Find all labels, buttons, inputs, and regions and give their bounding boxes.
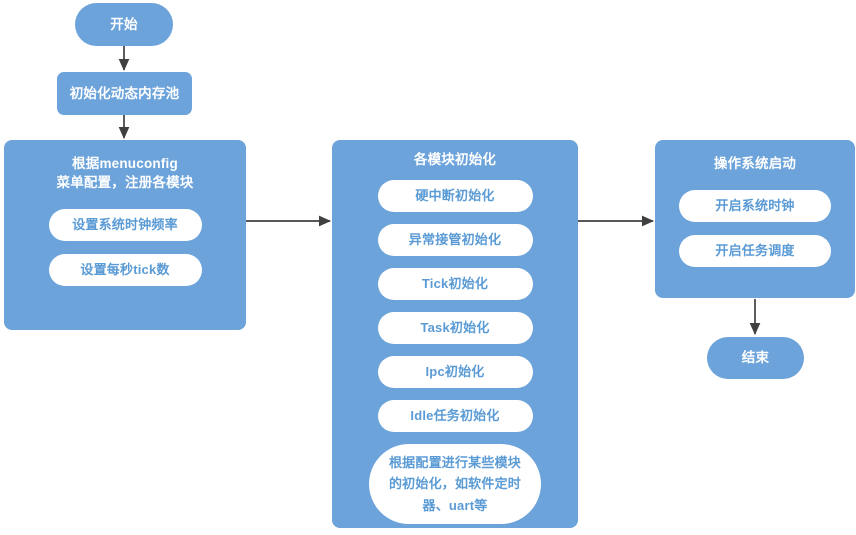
pill-ipc-init-label: Ipc初始化 — [425, 363, 485, 379]
pill-exception-takeover-init[interactable]: 异常接管初始化 — [377, 224, 533, 257]
node-init-mempool-label: 初始化动态内存池 — [69, 85, 180, 101]
pill-set-ticks-per-second[interactable]: 设置每秒tick数 — [48, 254, 202, 287]
pill-start-task-scheduling-label: 开启任务调度 — [715, 242, 795, 258]
pill-idle-task-init[interactable]: Idle任务初始化 — [377, 400, 533, 433]
group-menuconfig[interactable]: 根据menuconfig 菜单配置，注册各模块 设置系统时钟频率 设置每秒tic… — [4, 140, 246, 330]
node-start-label: 开始 — [110, 16, 138, 32]
pill-start-system-clock-label: 开启系统时钟 — [715, 197, 795, 213]
group-menuconfig-title-line2: 菜单配置，注册各模块 — [56, 175, 194, 191]
pill-start-task-scheduling[interactable]: 开启任务调度 — [679, 235, 831, 268]
pill-hard-interrupt-init-label: 硬中断初始化 — [415, 187, 495, 203]
node-end[interactable]: 结束 — [707, 337, 804, 379]
node-end-label: 结束 — [741, 350, 770, 366]
pill-idle-task-init-label: Idle任务初始化 — [410, 407, 500, 423]
group-module-init-title: 各模块初始化 — [413, 152, 497, 167]
group-module-init[interactable]: 各模块初始化 硬中断初始化 异常接管初始化 Tick初始化 Task初始化 Ip… — [332, 140, 578, 528]
pill-conditional-module-init[interactable]: 根据配置进行某些模块的初始化，如软件定时器、uart等 — [369, 444, 541, 525]
pill-start-system-clock[interactable]: 开启系统时钟 — [679, 190, 831, 223]
group-os-start[interactable]: 操作系统启动 开启系统时钟 开启任务调度 — [655, 140, 855, 298]
pill-task-init[interactable]: Task初始化 — [377, 312, 533, 345]
group-os-start-title: 操作系统启动 — [713, 156, 797, 171]
pill-exception-takeover-init-label: 异常接管初始化 — [408, 231, 502, 247]
pill-set-system-clock-frequency[interactable]: 设置系统时钟频率 — [48, 209, 202, 242]
node-start[interactable]: 开始 — [75, 3, 173, 46]
pill-conditional-module-init-label: 根据配置进行某些模块的初始化，如软件定时器、uart等 — [388, 455, 521, 513]
node-init-mempool[interactable]: 初始化动态内存池 — [57, 72, 192, 115]
pill-hard-interrupt-init[interactable]: 硬中断初始化 — [377, 180, 533, 213]
pill-tick-init-label: Tick初始化 — [421, 275, 489, 291]
group-menuconfig-title: 根据menuconfig 菜单配置，注册各模块 — [4, 154, 246, 192]
pill-set-system-clock-frequency-label: 设置系统时钟频率 — [72, 217, 178, 233]
pill-task-init-label: Task初始化 — [420, 319, 490, 335]
pill-tick-init[interactable]: Tick初始化 — [377, 268, 533, 301]
pill-ipc-init[interactable]: Ipc初始化 — [377, 356, 533, 389]
group-menuconfig-title-line1: 根据menuconfig — [72, 156, 178, 171]
pill-set-ticks-per-second-label: 设置每秒tick数 — [80, 262, 170, 278]
